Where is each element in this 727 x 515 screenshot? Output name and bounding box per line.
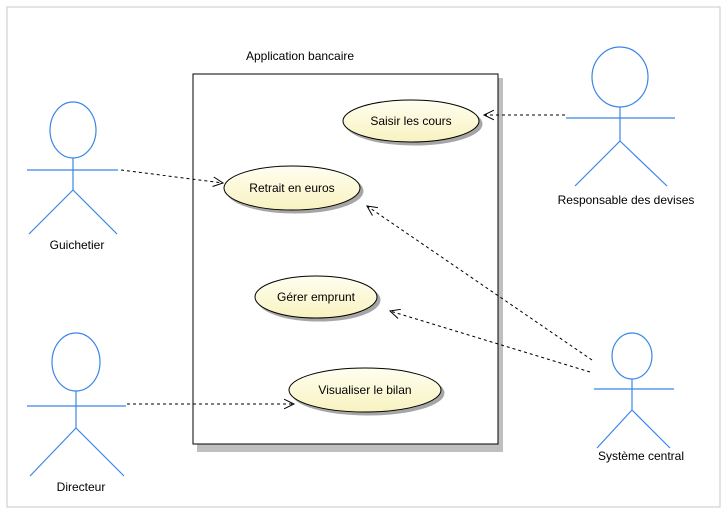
actor-responsable-label: Responsable des devises	[558, 193, 695, 207]
use-case-saisir[interactable]: Saisir les cours	[342, 99, 480, 143]
actor-directeur-label: Directeur	[57, 480, 106, 494]
use-case-bilan-label: Visualiser le bilan	[318, 383, 411, 397]
use-case-bilan[interactable]: Visualiser le bilan	[288, 367, 442, 413]
actor-systeme-label: Système central	[598, 449, 684, 463]
actor-directeur[interactable]	[27, 332, 126, 477]
actor-guichetier-label: Guichetier	[50, 238, 105, 252]
arrowhead-responsable-saisir	[482, 109, 495, 121]
actor-guichetier[interactable]	[27, 101, 118, 235]
use-case-saisir-label: Saisir les cours	[370, 114, 451, 128]
actor-responsable[interactable]	[566, 46, 675, 187]
use-case-retrait-label: Retrait en euros	[249, 181, 334, 195]
use-case-emprunt-label: Gérer emprunt	[277, 290, 356, 304]
association-systeme-emprunt	[389, 310, 591, 373]
arrowhead-systeme-emprunt	[388, 308, 401, 319]
use-case-emprunt[interactable]: Gérer emprunt	[254, 275, 378, 319]
system-title: Application bancaire	[246, 49, 354, 63]
arrowhead-guichetier-retrait	[212, 176, 225, 187]
use-case-retrait[interactable]: Retrait en euros	[223, 165, 361, 211]
association-guichetier-retrait	[120, 169, 224, 184]
actor-systeme[interactable]	[594, 332, 674, 449]
arrowhead-systeme-retrait	[366, 205, 378, 216]
association-links	[120, 109, 593, 410]
arrowhead-directeur-bilan	[283, 398, 296, 410]
